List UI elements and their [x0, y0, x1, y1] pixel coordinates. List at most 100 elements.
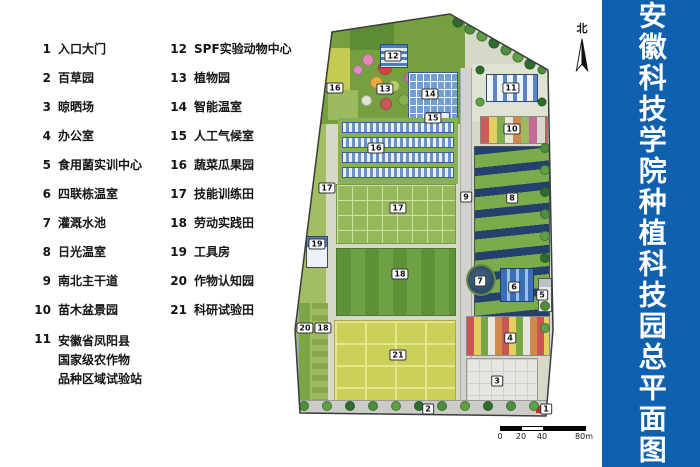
- scale-labels: 0 20 40 80m: [497, 432, 593, 443]
- map-marker-12: 12: [384, 50, 402, 62]
- legend-item-label: 人工气候室: [194, 129, 255, 143]
- legend-item-number: 14: [170, 100, 187, 114]
- legend-item-4: 4 办公室: [34, 129, 156, 144]
- legend-item-label: 科研试验田: [194, 303, 255, 317]
- map-marker-20: 20: [296, 322, 314, 334]
- scale-label: 0: [497, 432, 503, 441]
- legend-item-label: 办公室: [58, 129, 95, 143]
- legend-item-number: 8: [42, 245, 51, 259]
- legend-item-number: 7: [42, 216, 51, 230]
- map-marker-8: 8: [506, 192, 518, 204]
- scale-segment: [522, 427, 543, 430]
- legend-item-number: 19: [170, 245, 187, 259]
- legend-item-label: 工具房: [194, 245, 231, 259]
- map-marker-9: 9: [460, 191, 472, 203]
- legend-item-5: 5 食用菌实训中心: [34, 158, 156, 173]
- legend-item-number: 12: [170, 42, 187, 56]
- legend-item-number: 5: [42, 158, 51, 172]
- legend-item-19: 19 工具房: [170, 245, 298, 260]
- north-label: 北: [576, 22, 588, 35]
- legend-item-16: 16 蔬菜瓜果园: [170, 158, 298, 173]
- legend-item-label: 安徽省凤阳县 国家级农作物 品种区域试验站: [58, 334, 143, 386]
- scale-bar-segments: [500, 426, 586, 431]
- legend-item-number: 6: [42, 187, 51, 201]
- map-marker-15: 15: [424, 112, 442, 124]
- legend-item-number: 13: [170, 71, 187, 85]
- legend-item-3: 3 晾晒场: [34, 100, 156, 115]
- legend-item-8: 8 日光温室: [34, 245, 156, 260]
- legend-item-7: 7 灌溉水池: [34, 216, 156, 231]
- legend-item-label: 日光温室: [58, 245, 107, 259]
- legend-item-20: 20 作物认知园: [170, 274, 298, 289]
- map-marker-4: 4: [504, 332, 516, 344]
- legend-item-15: 15 人工气候室: [170, 129, 298, 144]
- scale-segment: [543, 427, 585, 430]
- map-marker-5: 5: [536, 289, 548, 301]
- scale-segment: [501, 427, 522, 430]
- legend-item-number: 16: [170, 158, 187, 172]
- map-marker-14: 14: [421, 88, 439, 100]
- legend-item-number: 17: [170, 187, 187, 201]
- legend-item-number: 1: [42, 42, 51, 56]
- legend-item-label: 灌溉水池: [58, 216, 107, 230]
- scale-label: 80m: [575, 432, 593, 441]
- legend-item-13: 13 植物园: [170, 71, 298, 86]
- legend-item-11: 11 安徽省凤阳县 国家级农作物 品种区域试验站: [34, 332, 156, 389]
- legend-item-label: 晾晒场: [58, 100, 95, 114]
- page-title: 安徽科技学院种植科技园总平面图: [634, 1, 668, 466]
- legend-item-number: 4: [42, 129, 51, 143]
- legend-item-21: 21 科研试验田: [170, 303, 298, 318]
- map-marker-10: 10: [503, 123, 521, 135]
- legend-item-number: 20: [170, 274, 187, 288]
- legend-item-6: 6 四联栋温室: [34, 187, 156, 202]
- legend-item-10: 10 苗木盆景园: [34, 303, 156, 318]
- map-marker-13: 13: [376, 83, 394, 95]
- map-marker-7: 7: [474, 275, 486, 287]
- map-marker-6: 6: [508, 281, 520, 293]
- legend-item-label: 蔬菜瓜果园: [194, 158, 255, 172]
- map-marker-16: 16: [326, 82, 344, 94]
- map-marker-1: 1: [540, 403, 552, 415]
- legend-item-label: 食用菌实训中心: [58, 158, 143, 172]
- scale-bar: 0 20 40 80m: [497, 426, 593, 443]
- legend-item-label: 技能训练田: [194, 187, 255, 201]
- legend-item-label: 植物园: [194, 71, 231, 85]
- legend-item-number: 11: [34, 332, 51, 346]
- legend-item-label: 四联栋温室: [58, 187, 119, 201]
- legend-item-label: 百草园: [58, 71, 95, 85]
- map-marker-17: 17: [318, 182, 336, 194]
- map-marker-18: 18: [314, 322, 332, 334]
- map-marker-3: 3: [491, 375, 503, 387]
- legend-item-number: 21: [170, 303, 187, 317]
- legend-item-label: 苗木盆景园: [58, 303, 119, 317]
- legend-item-label: 入口大门: [58, 42, 107, 56]
- legend-item-label: 作物认知园: [194, 274, 255, 288]
- map-marker-11: 11: [502, 82, 520, 94]
- legend-item-number: 18: [170, 216, 187, 230]
- legend-item-label: 南北主干道: [58, 274, 119, 288]
- legend-item-number: 10: [34, 303, 51, 317]
- legend-item-number: 9: [42, 274, 51, 288]
- map-marker-16: 16: [367, 142, 385, 154]
- legend-item-number: 3: [42, 100, 51, 114]
- scale-label: 20: [515, 432, 527, 441]
- scale-label: 40: [536, 432, 548, 441]
- legend-item-number: 15: [170, 129, 187, 143]
- legend-item-9: 9 南北主干道: [34, 274, 156, 289]
- legend-item-1: 1 入口大门: [34, 42, 156, 57]
- map-marker-2: 2: [422, 403, 434, 415]
- legend-item-label: 劳动实践田: [194, 216, 255, 230]
- legend-item-18: 18 劳动实践田: [170, 216, 298, 231]
- north-compass: 北: [565, 20, 599, 80]
- map-marker-17: 17: [389, 202, 407, 214]
- map-marker-19: 19: [308, 238, 326, 250]
